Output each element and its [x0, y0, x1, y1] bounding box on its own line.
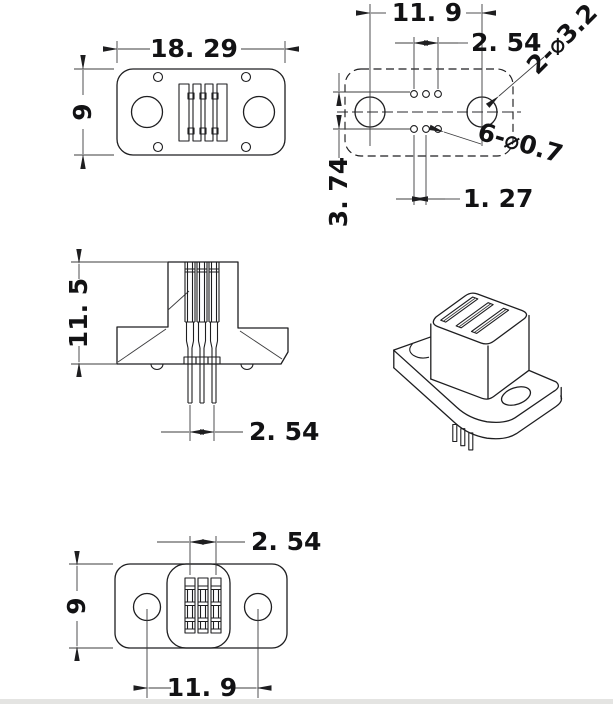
- dim-bottom-height: 9: [62, 597, 91, 614]
- hidden-outline: [344, 68, 514, 157]
- standoff-bump: [150, 363, 164, 371]
- iso-mount-hole: [500, 386, 532, 406]
- corner-hole: [240, 141, 252, 153]
- corner-hole: [240, 71, 252, 83]
- dim-bottom-hole-pitch: 11. 9: [167, 673, 237, 702]
- chamfer-line: [239, 330, 283, 360]
- mount-hole-left: [130, 95, 164, 129]
- top-view-outline: [116, 68, 286, 156]
- iso-base-bottom: [393, 367, 563, 440]
- pins-side: [183, 262, 221, 404]
- dim-side-height: 11. 5: [64, 278, 93, 348]
- iso-base-top: [393, 349, 560, 424]
- dim-pin-pitch: 1. 27: [463, 184, 533, 213]
- top-view: 18. 29 9: [68, 34, 299, 169]
- bottom-center-block: [166, 563, 231, 649]
- dim-row-gap: 3. 74: [324, 157, 353, 227]
- chamfer-line: [117, 328, 167, 363]
- dim-bottom-pin-span: 2. 54: [251, 527, 321, 556]
- hole-pattern-view: 11. 9 2. 54 2-⌀3.2 3. 74 1. 27 6-⌀0.7: [324, 0, 603, 227]
- page-edge-strip: [0, 699, 613, 704]
- iso-hidden-hole-arc: [409, 343, 430, 359]
- side-outline: [116, 261, 289, 365]
- standoff-bump: [240, 363, 254, 371]
- isometric-view: [393, 292, 563, 451]
- iso-box-top: [432, 292, 528, 345]
- iso-slots: [440, 296, 510, 334]
- side-view: 11. 5 2. 54: [64, 249, 319, 446]
- mount-hole-right: [242, 95, 276, 129]
- corner-hole: [152, 141, 164, 153]
- bottom-view: 2. 54 9 11. 9: [62, 527, 321, 702]
- dim-pin-holes: 6-⌀0.7: [474, 117, 566, 169]
- contact-slots: [178, 83, 228, 142]
- chamfer-line: [167, 290, 190, 311]
- dim-side-pin-span: 2. 54: [249, 417, 319, 446]
- pin-holes: [410, 90, 442, 133]
- dim-hole-pitch: 11. 9: [392, 0, 462, 27]
- iso-box-bottom: [430, 369, 530, 400]
- dim-top-width: 18. 29: [150, 34, 238, 63]
- corner-hole: [152, 71, 164, 83]
- iso-pins: [452, 423, 474, 451]
- bottom-pin-columns: [184, 577, 222, 634]
- dim-pin-span: 2. 54: [471, 28, 541, 57]
- dim-top-height: 9: [68, 103, 97, 120]
